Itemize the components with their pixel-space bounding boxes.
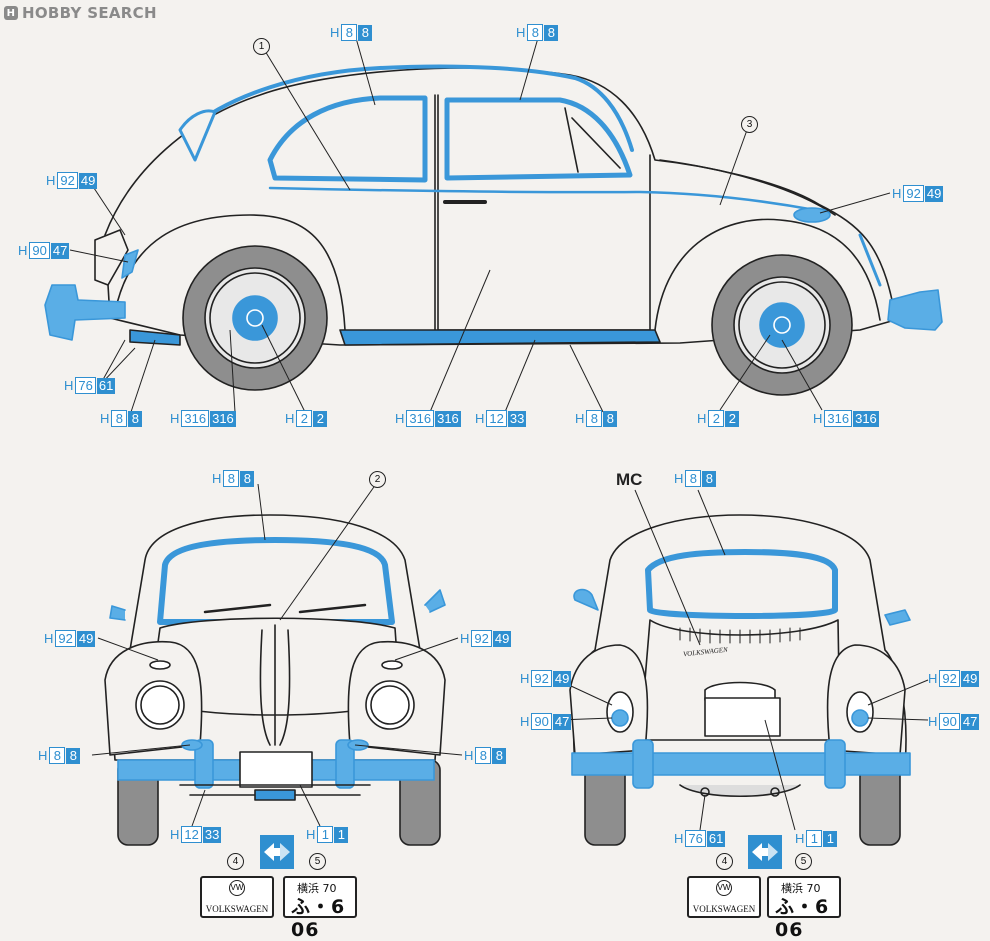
- rear-view-car: [569, 514, 911, 846]
- marker-4-rear: 4: [716, 853, 733, 870]
- marker-1: 1: [253, 38, 270, 55]
- watermark-text: HOBBY SEARCH: [22, 4, 157, 22]
- side-front-wheel: [711, 254, 853, 396]
- vw-plate-text: VOLKSWAGEN: [692, 904, 756, 914]
- vw-plate-rear: VW VOLKSWAGEN: [687, 876, 761, 918]
- jp-plate-line1: 横浜 70: [781, 882, 821, 895]
- jp-plate-front: 横浜 70 ふ・6 06: [283, 876, 357, 941]
- swap-direction-icon-rear: [748, 835, 782, 869]
- marker-5-front: 5: [309, 853, 326, 870]
- vw-logo-icon: VW: [716, 880, 732, 896]
- marker-5-rear: 5: [795, 853, 812, 870]
- jp-plate-line1: 横浜 70: [297, 882, 337, 895]
- side-rear-wheel: [182, 245, 328, 391]
- mc-label: MC: [616, 470, 643, 489]
- vw-plate-front: VW VOLKSWAGEN: [200, 876, 274, 918]
- leader-lines: [69, 37, 929, 831]
- vw-logo-icon: VW: [229, 880, 245, 896]
- jp-plate-line2: ふ・6 06: [775, 896, 830, 941]
- marker-2: 2: [369, 471, 386, 488]
- vw-plate-text: VOLKSWAGEN: [205, 904, 269, 914]
- side-view-car: [44, 64, 943, 396]
- jp-plate-rear: 横浜 70 ふ・6 06: [767, 876, 841, 941]
- marker-4-front: 4: [227, 853, 244, 870]
- swap-direction-icon-front: [260, 835, 294, 869]
- marker-3: 3: [741, 116, 758, 133]
- hobby-search-logo-icon: H: [4, 6, 18, 20]
- watermark: H HOBBY SEARCH: [4, 4, 157, 22]
- jp-plate-line2: ふ・6 06: [291, 896, 346, 941]
- front-view-car: [104, 514, 446, 846]
